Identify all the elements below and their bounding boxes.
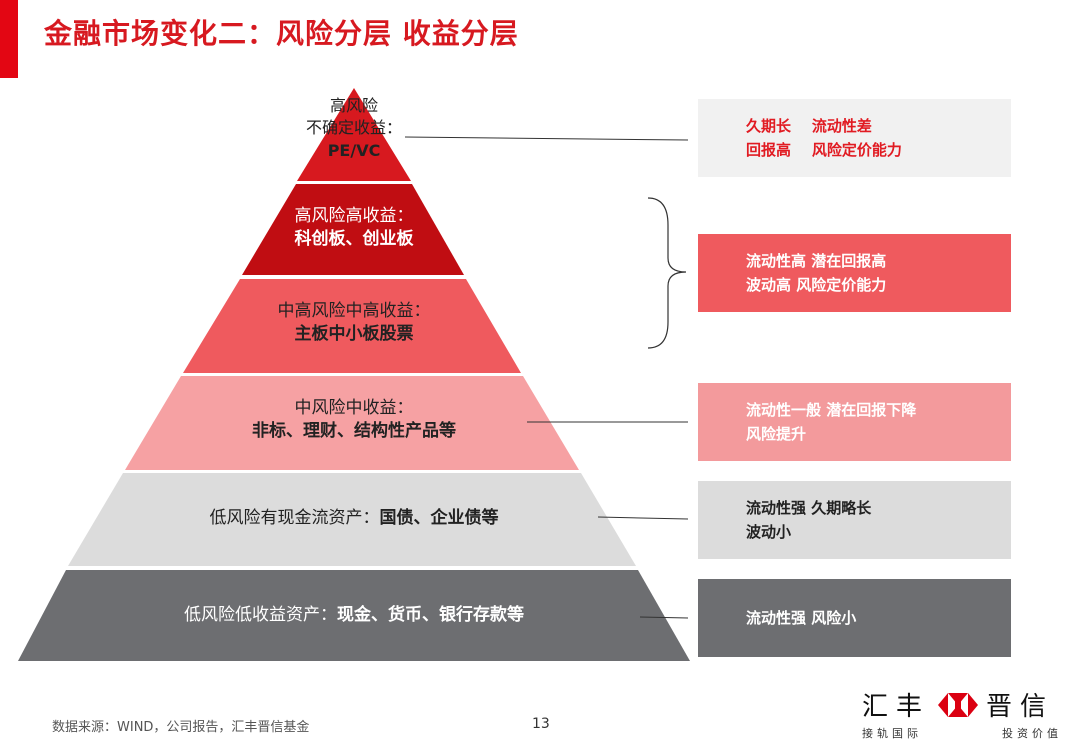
tier-5-label: 低风险有现金流资产：国债、企业债等: [209, 508, 499, 528]
tier-3-shape: [183, 279, 521, 373]
accent-bar: [0, 0, 18, 78]
desc-box-5: 流动性强 风险小: [698, 579, 1011, 657]
logo-slogan-right: 投资价值: [1002, 727, 1062, 740]
source-note: 数据来源：WIND，公司报告，汇丰晋信基金: [52, 720, 310, 735]
desc-box-2: 流动性高 潜在回报高 波动高 风险定价能力: [698, 234, 1011, 312]
tier-4-shape: [125, 376, 579, 470]
tier-1-shape: [297, 88, 411, 181]
tier-2-shape: [242, 184, 464, 275]
logo-text-left: 汇丰: [862, 692, 931, 722]
hsbc-hexagon-icon: [938, 692, 979, 717]
leader-line-4: [639, 616, 689, 619]
leader-line-1: [404, 136, 689, 141]
leader-line-3: [597, 516, 689, 520]
desc-box-3: 流动性一般 潜在回报下降 风险提升: [698, 383, 1011, 461]
curly-brace: [647, 197, 687, 349]
logo-slogan-left: 接轨国际: [862, 727, 922, 740]
tier-3-label: 中高风险中高收益： 主板中小板股票: [277, 301, 431, 344]
page-title: 金融市场变化二：风险分层 收益分层: [44, 17, 519, 50]
tier-4-label: 中风险中收益： 非标、理财、结构性产品等: [252, 398, 456, 441]
company-logo: 汇丰 晋信 接轨国际 投资价值: [862, 686, 1062, 741]
tier-6-shape: [18, 570, 690, 661]
page-number: 13: [532, 716, 550, 732]
tier-1-label: 高风险 不确定收益： PE/VC: [305, 96, 402, 161]
tier-5-shape: [68, 473, 636, 566]
tier-6-label: 低风险低收益资产：现金、货币、银行存款等: [184, 605, 524, 625]
desc-box-1: 久期长 流动性差 回报高 风险定价能力: [698, 99, 1011, 177]
tier-2-label: 高风险高收益： 科创板、创业板: [294, 206, 414, 249]
logo-text-right: 晋信: [986, 692, 1055, 722]
desc-box-4: 流动性强 久期略长 波动小: [698, 481, 1011, 559]
